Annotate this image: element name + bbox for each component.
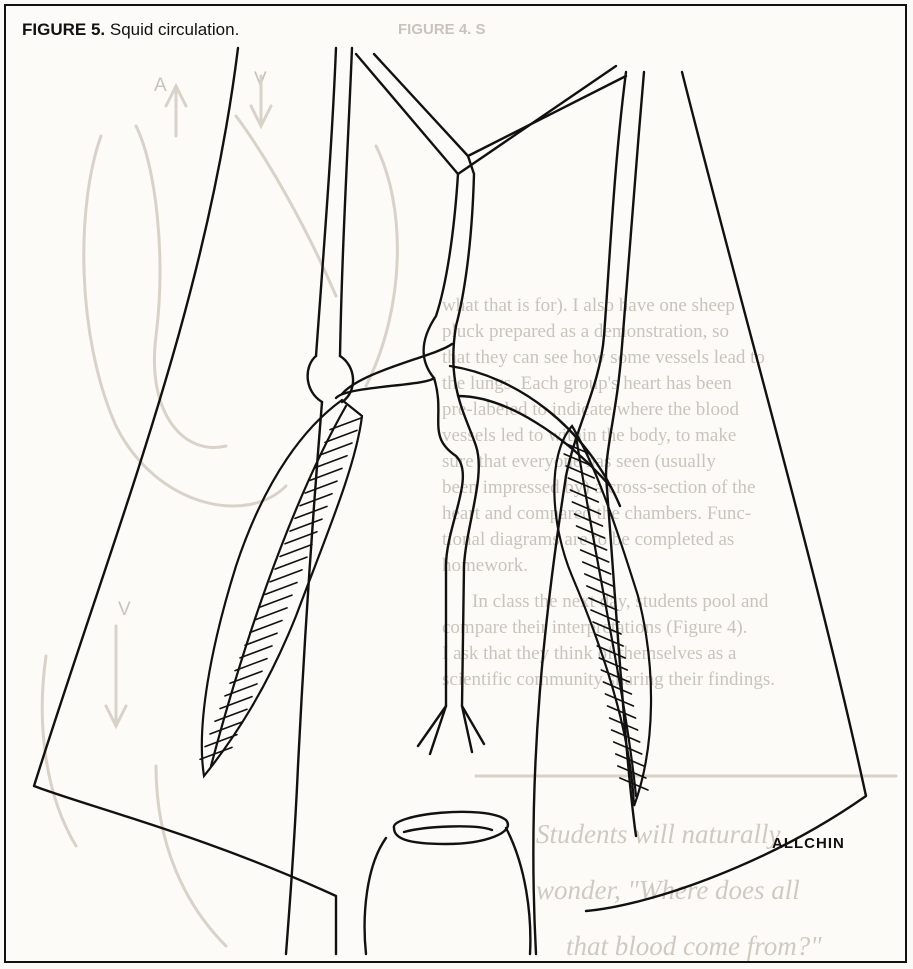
left-gill bbox=[200, 400, 362, 776]
funnel bbox=[365, 812, 531, 954]
gill-filament bbox=[583, 562, 611, 574]
gill-filament bbox=[599, 658, 627, 670]
gill-filament bbox=[585, 574, 613, 586]
gill-filament bbox=[290, 519, 322, 531]
gill-filament bbox=[265, 583, 297, 595]
right-gill bbox=[554, 426, 651, 806]
gill-filament bbox=[581, 550, 609, 562]
gill-filament bbox=[225, 684, 257, 696]
gill-filament bbox=[601, 670, 629, 682]
figure-label: FIGURE 5. bbox=[22, 20, 105, 39]
gill-filament bbox=[210, 722, 242, 734]
gill-filament bbox=[300, 494, 332, 506]
gill-filament bbox=[215, 709, 247, 721]
gill-filament bbox=[270, 570, 302, 582]
gill-filament bbox=[603, 682, 631, 694]
gill-filament bbox=[589, 598, 617, 610]
artist-signature: ALLCHIN bbox=[772, 835, 845, 852]
gill-filament bbox=[608, 706, 636, 718]
central-vessel bbox=[336, 54, 626, 754]
gill-filament bbox=[205, 735, 237, 747]
gill-filament bbox=[280, 544, 312, 556]
gill-filament bbox=[605, 694, 633, 706]
squid-circulation-drawing bbox=[6, 6, 907, 963]
gill-filament bbox=[330, 418, 362, 430]
gill-filament bbox=[260, 595, 292, 607]
gill-filament bbox=[255, 608, 287, 620]
gill-filament bbox=[220, 697, 252, 709]
gill-filament bbox=[305, 481, 337, 493]
gill-filament bbox=[275, 557, 307, 569]
right-vessel bbox=[450, 72, 644, 954]
gill-filament bbox=[587, 586, 615, 598]
mantle-outline bbox=[34, 48, 866, 954]
figure-frame: FIGURE 4. S what that is for). I also ha… bbox=[4, 4, 907, 963]
gill-filament bbox=[591, 610, 619, 622]
gill-filament bbox=[310, 468, 342, 480]
figure-caption: FIGURE 5. Squid circulation. bbox=[22, 20, 239, 40]
left-vessel bbox=[286, 48, 353, 954]
gill-filament bbox=[230, 671, 262, 683]
figure-title: Squid circulation. bbox=[110, 20, 239, 39]
gill-filament bbox=[295, 506, 327, 518]
bleed-through-heart-sketch bbox=[42, 76, 896, 946]
